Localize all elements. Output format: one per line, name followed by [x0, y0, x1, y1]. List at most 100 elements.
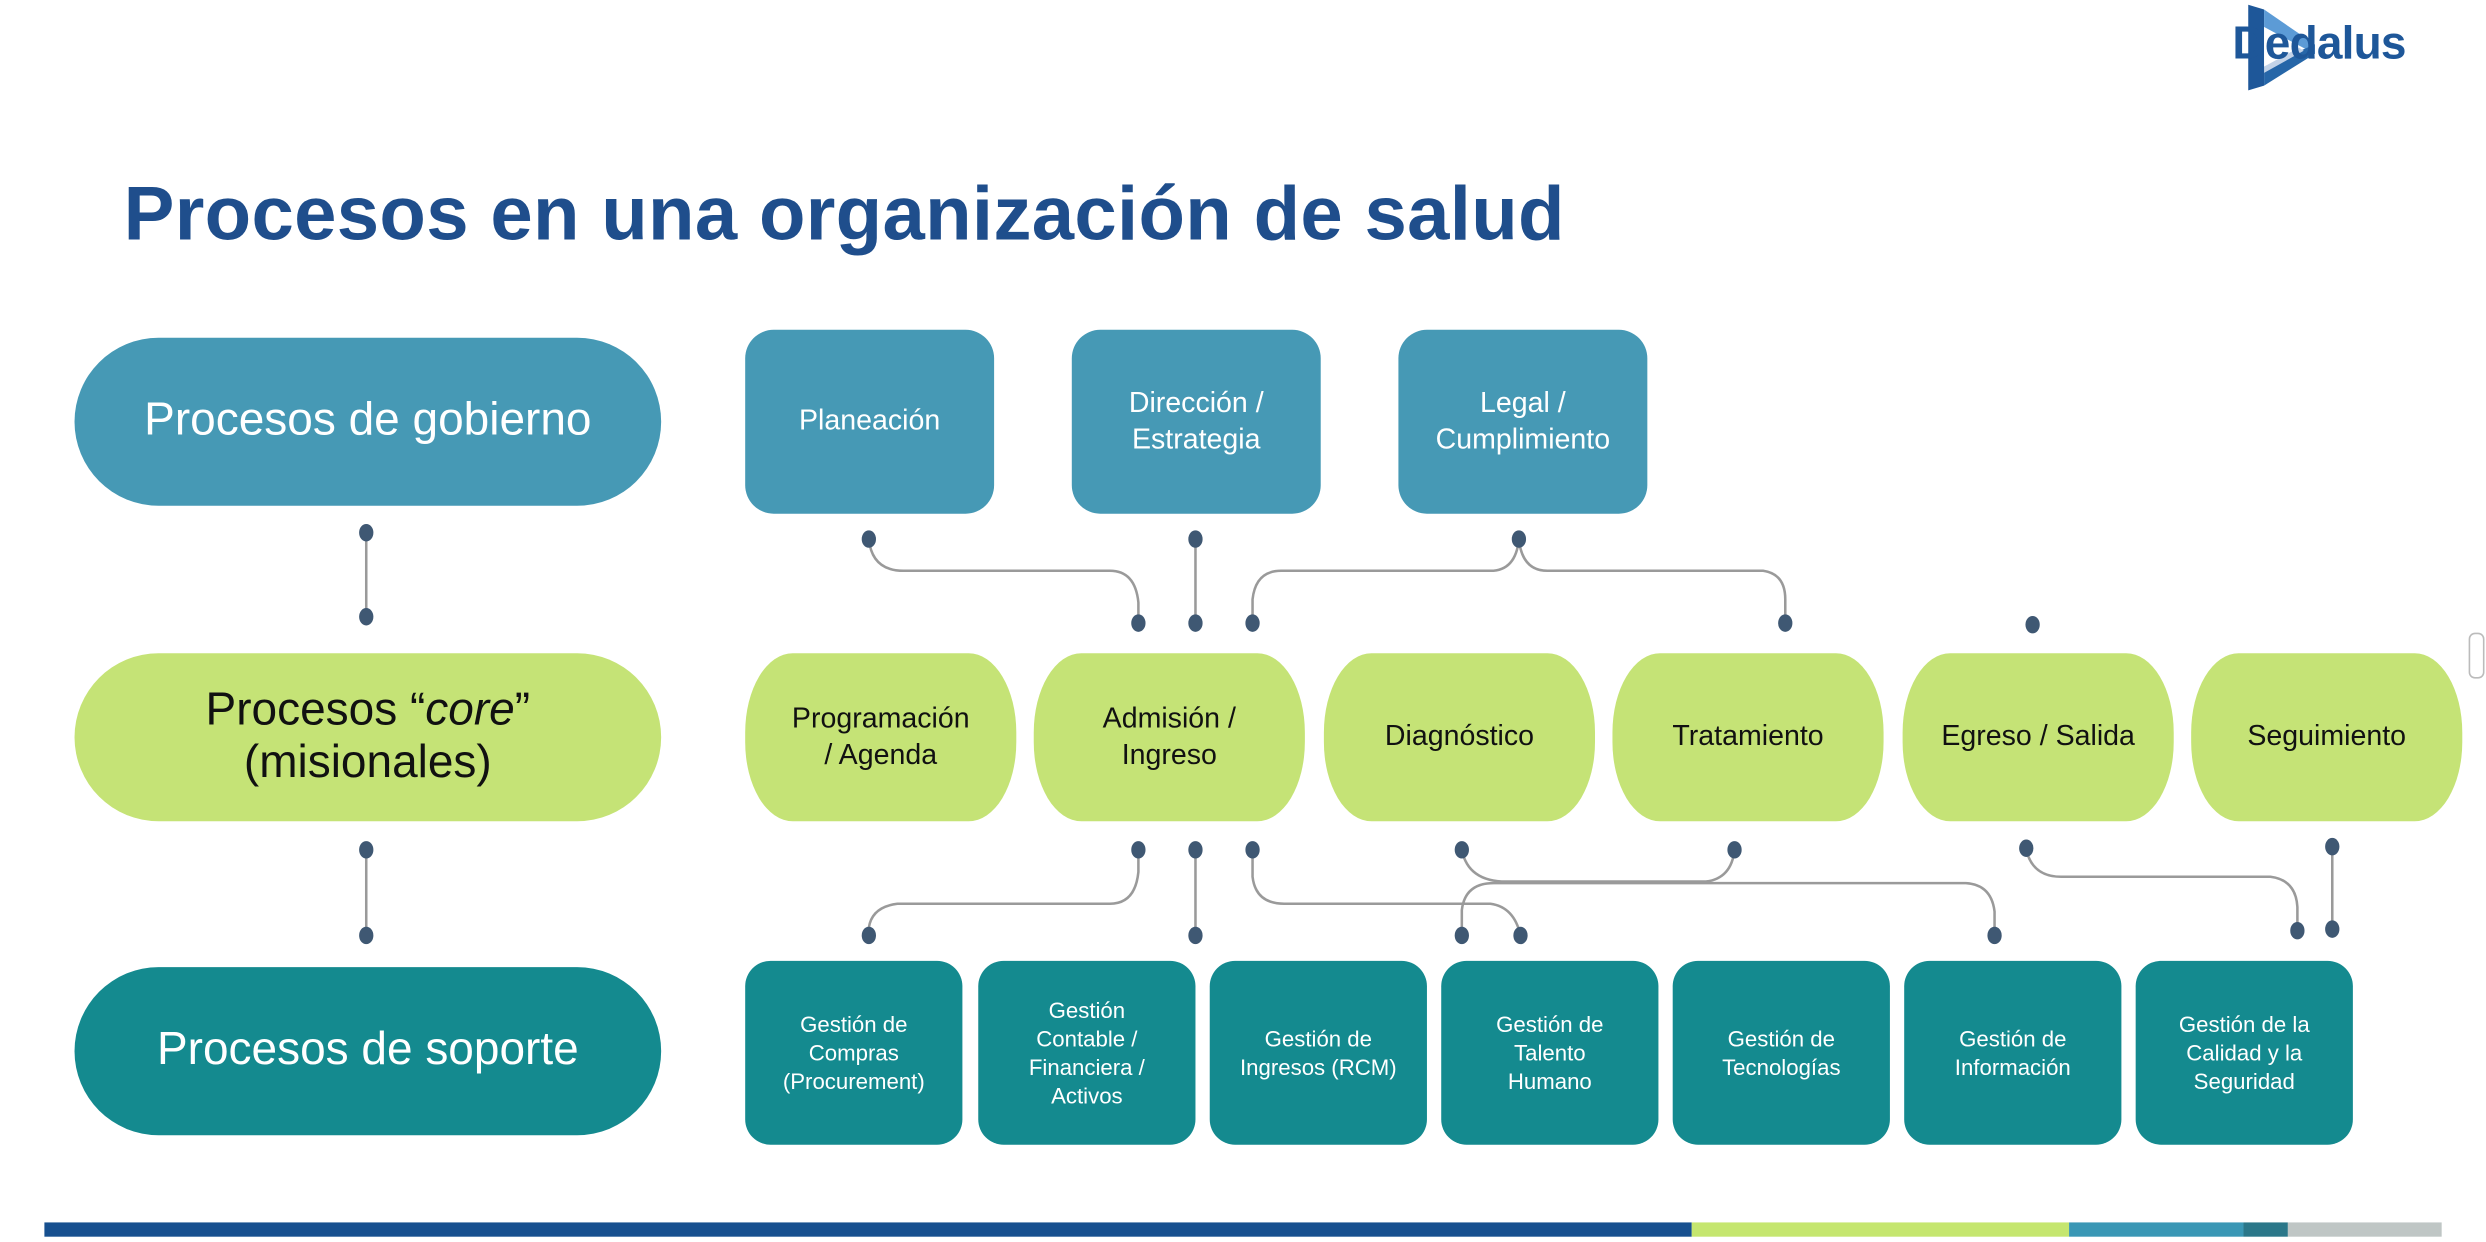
core-label-line2: (misionales) [243, 737, 492, 788]
governance-process-box: Legal / Cumplimiento [1398, 329, 1648, 514]
connector-line [2025, 849, 2299, 936]
connector-dot [1188, 841, 1203, 859]
core-process-box: Diagnóstico [1323, 653, 1596, 822]
governance-processes-label: Procesos de gobierno [74, 337, 662, 506]
bar-segment-dark-teal [2243, 1222, 2288, 1237]
connector-dot [1778, 614, 1793, 632]
box-label-line: Diagnóstico [1384, 720, 1535, 752]
support-process-box: Gestión de Tecnologías [1672, 960, 1890, 1145]
connector-dot [2019, 839, 2034, 857]
box-label: Egreso / Salida [1941, 719, 2135, 756]
core-process-box: Admisión / Ingreso [1033, 653, 1305, 822]
support-label-text: Procesos de soporte [156, 1024, 579, 1076]
connector-dot [1513, 926, 1528, 945]
box-label: Diagnóstico [1385, 719, 1534, 756]
box-label-line: Compras [808, 1039, 899, 1066]
governance-process-box: Planeación [745, 329, 995, 514]
box-label: Tratamiento [1672, 719, 1823, 756]
logo-text: Dedalus [2232, 19, 2406, 70]
connector-dot [2025, 615, 2040, 634]
box-label-line: (Procurement) [782, 1068, 925, 1095]
connector-dot [359, 926, 374, 945]
core-label-text: Procesos “core” (misionales) [206, 684, 531, 790]
core-process-box: Tratamiento [1612, 653, 1884, 822]
box-label: Programación/ Agenda [792, 700, 970, 774]
connector-dot [2325, 920, 2340, 938]
connector-dot [1454, 926, 1469, 945]
box-label-line: Gestión de [1727, 1025, 1835, 1051]
box-label-line: Gestión [1048, 996, 1126, 1023]
connector-dot [1188, 926, 1203, 945]
box-label-line: Estrategia [1131, 423, 1261, 456]
connector-dot [861, 530, 876, 548]
connector-line [1251, 849, 1522, 936]
connector-line [1517, 538, 1787, 624]
box-label-line: Tratamiento [1672, 720, 1824, 752]
box-label-line: Legal / [1480, 386, 1566, 418]
connector-line [1460, 849, 1736, 883]
box-label-line: Gestión de la [2178, 1011, 2310, 1037]
page-title: Procesos en una organización de salud [123, 172, 1565, 257]
box-label-line: Calidad y la [2186, 1039, 2303, 1066]
box-label-line: Gestión de [800, 1011, 908, 1037]
box-label: Gestión de Ingresos (RCM) [1240, 1024, 1397, 1082]
core-process-box: Programación/ Agenda [745, 653, 1017, 822]
bar-segment-green [1691, 1222, 2070, 1237]
scrollbar-thumb[interactable] [2468, 632, 2485, 679]
dedalus-logo-icon [2248, 4, 2315, 91]
box-label-line: Programación [791, 701, 970, 734]
governance-label-text: Procesos de gobierno [144, 395, 592, 447]
box-label-line: Activos [1051, 1083, 1123, 1109]
connector-dot [2290, 921, 2305, 940]
connector-line [1251, 538, 1521, 624]
box-label-line: Humano [1507, 1068, 1592, 1095]
box-label-line: Ingreso [1121, 738, 1217, 771]
box-label-line: Egreso / Salida [1941, 720, 2135, 752]
bar-segment-teal [2069, 1222, 2244, 1237]
box-label-line: Admisión / [1102, 701, 1236, 734]
core-label-em: core [425, 684, 515, 736]
box-label-line: Gestión de [1264, 1025, 1373, 1051]
core-label-part: ” [514, 684, 531, 736]
connector-dot [1188, 614, 1203, 632]
connector-dot [359, 841, 374, 859]
connector-line [867, 849, 1140, 936]
core-process-box: Seguimiento [2191, 653, 2463, 822]
box-label-line: Tecnologías [1722, 1054, 1841, 1080]
box-label: Admisión / Ingreso [1103, 700, 1236, 774]
box-label-line: Cumplimiento [1435, 423, 1611, 456]
core-process-box: Egreso / Salida [1902, 653, 2174, 822]
connector-dot [1511, 530, 1527, 548]
box-label-line: Gestión de [1959, 1025, 2067, 1051]
box-label-line: Talento [1514, 1039, 1586, 1066]
footer-color-bar [44, 1222, 2442, 1237]
connector-dot [1987, 926, 2002, 945]
governance-process-box: Dirección /Estrategia [1071, 329, 1321, 514]
support-process-box: Gestión de Ingresos (RCM) [1209, 960, 1427, 1145]
box-label-line: Planeación [799, 404, 941, 437]
box-label-line: Contable / [1036, 1025, 1138, 1051]
core-label-part: Procesos “ [205, 684, 426, 736]
connector-dot [359, 608, 374, 626]
box-label-line: Seguimiento [2247, 720, 2407, 752]
box-label: Dirección /Estrategia [1129, 385, 1264, 459]
box-label: Legal / Cumplimiento [1436, 385, 1610, 459]
box-label-line: Ingresos (RCM) [1240, 1054, 1397, 1080]
box-label: Seguimiento [2247, 719, 2406, 756]
connector-dot [1245, 841, 1260, 859]
connector-line [867, 538, 1140, 624]
box-label: Planeación [799, 403, 940, 440]
connector-dot [861, 926, 876, 945]
connector-dot [359, 524, 374, 542]
